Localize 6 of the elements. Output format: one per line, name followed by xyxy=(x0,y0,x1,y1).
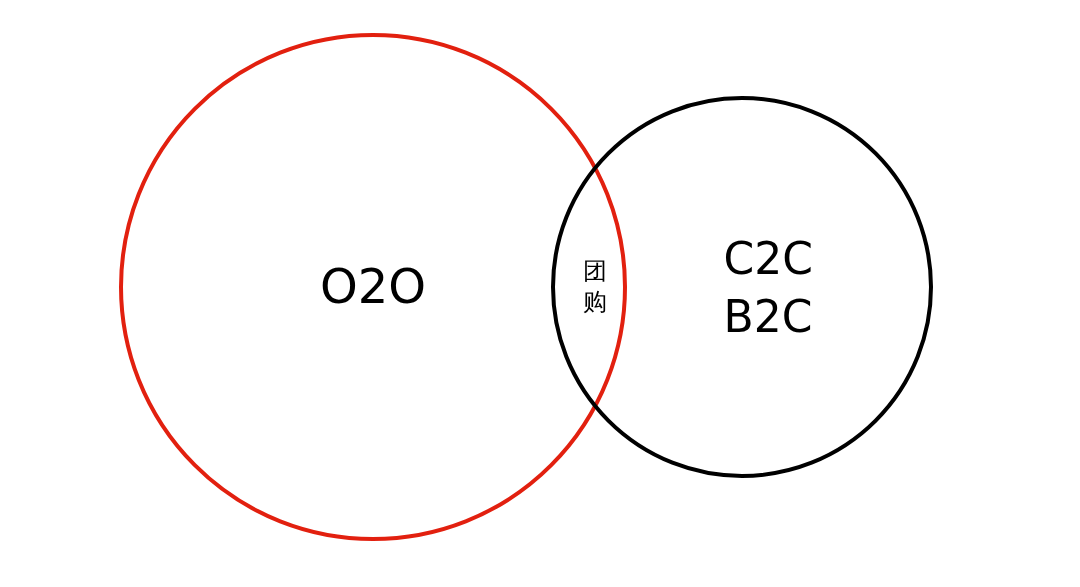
circle-label: O2O xyxy=(320,258,427,316)
venn-circle xyxy=(119,33,627,541)
circle-label: B2C xyxy=(723,290,813,344)
venn-circle xyxy=(551,96,933,478)
overlap-label: 团购 xyxy=(583,256,607,319)
circle-label: C2C xyxy=(723,232,813,286)
